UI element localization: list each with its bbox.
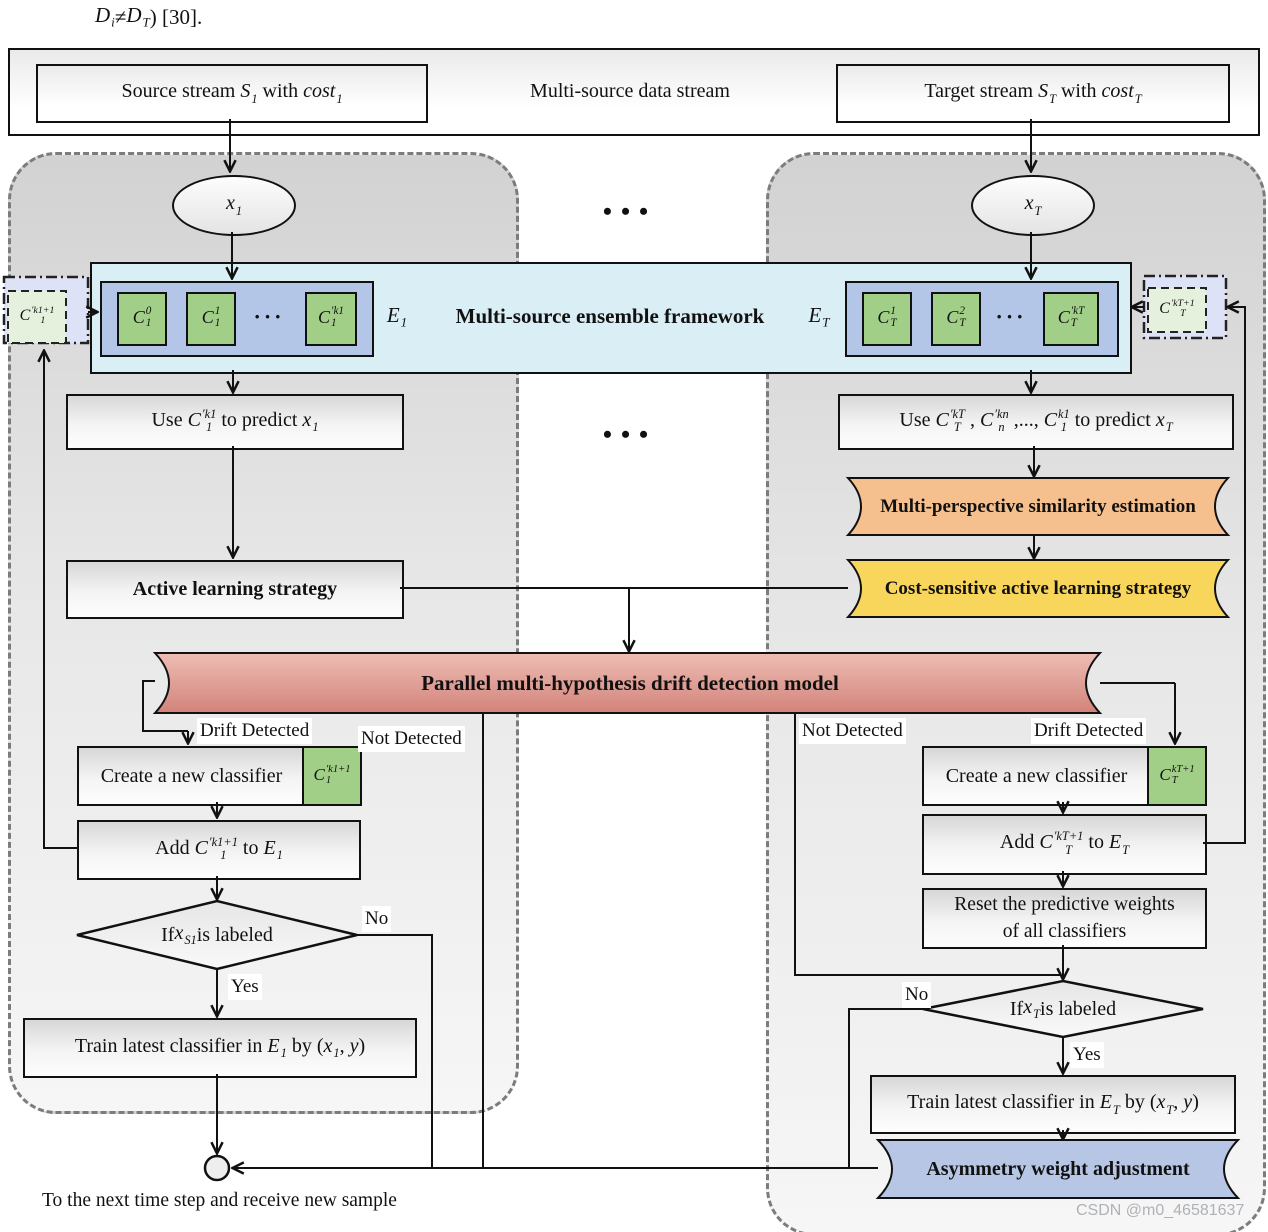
watermark: CSDN @m0_46581637 bbox=[1076, 1202, 1245, 1219]
junction-circle bbox=[203, 1154, 231, 1182]
reset-weights-line2: of all classifiers bbox=[1002, 920, 1127, 942]
middle-ellipsis-top: ••• bbox=[602, 197, 658, 226]
right-ensemble-dots: ··· bbox=[995, 304, 1027, 329]
left-drift-detected-label: Drift Detected bbox=[197, 718, 313, 744]
right-not-detected-label: Not Detected bbox=[799, 718, 906, 744]
multi-source-stream-label: Multi-source data stream bbox=[530, 80, 730, 102]
active-learning-box: Active learning strategy bbox=[66, 560, 404, 619]
right-drift-detected-label: Drift Detected bbox=[1031, 718, 1147, 744]
cost-sensitive-label: Cost-sensitive active learning strategy bbox=[884, 577, 1192, 599]
left-not-detected-label: Not Detected bbox=[358, 726, 465, 752]
similarity-estimation-label: Multi-perspective similarity estimation bbox=[880, 495, 1196, 517]
create-classifier-left-label: Create a new classifier bbox=[100, 764, 283, 787]
create-classifier-left-box: Create a new classifier bbox=[77, 746, 306, 806]
right-yes-label: Yes bbox=[1070, 1042, 1104, 1068]
left-ensemble-dots: ··· bbox=[253, 304, 285, 329]
reset-weights-line1: Reset the predictive weights bbox=[954, 894, 1175, 916]
reset-weights-box: Reset the predictive weights of all clas… bbox=[922, 888, 1207, 949]
create-classifier-right-label: Create a new classifier bbox=[945, 764, 1128, 787]
right-no-label: No bbox=[902, 982, 932, 1008]
active-learning-label: Active learning strategy bbox=[132, 578, 338, 600]
next-step-note: To the next time step and receive new sa… bbox=[42, 1190, 397, 1211]
asymmetry-adjustment-label: Asymmetry weight adjustment bbox=[926, 1157, 1190, 1180]
drift-detection-label: Parallel multi-hypothesis drift detectio… bbox=[421, 670, 839, 695]
create-classifier-right-box: Create a new classifier bbox=[922, 746, 1151, 806]
middle-ellipsis-bottom: ••• bbox=[602, 420, 658, 449]
ensemble-framework-title: Multi-source ensemble framework bbox=[455, 303, 765, 328]
left-yes-label: Yes bbox=[228, 974, 262, 1000]
left-no-label: No bbox=[362, 906, 392, 932]
